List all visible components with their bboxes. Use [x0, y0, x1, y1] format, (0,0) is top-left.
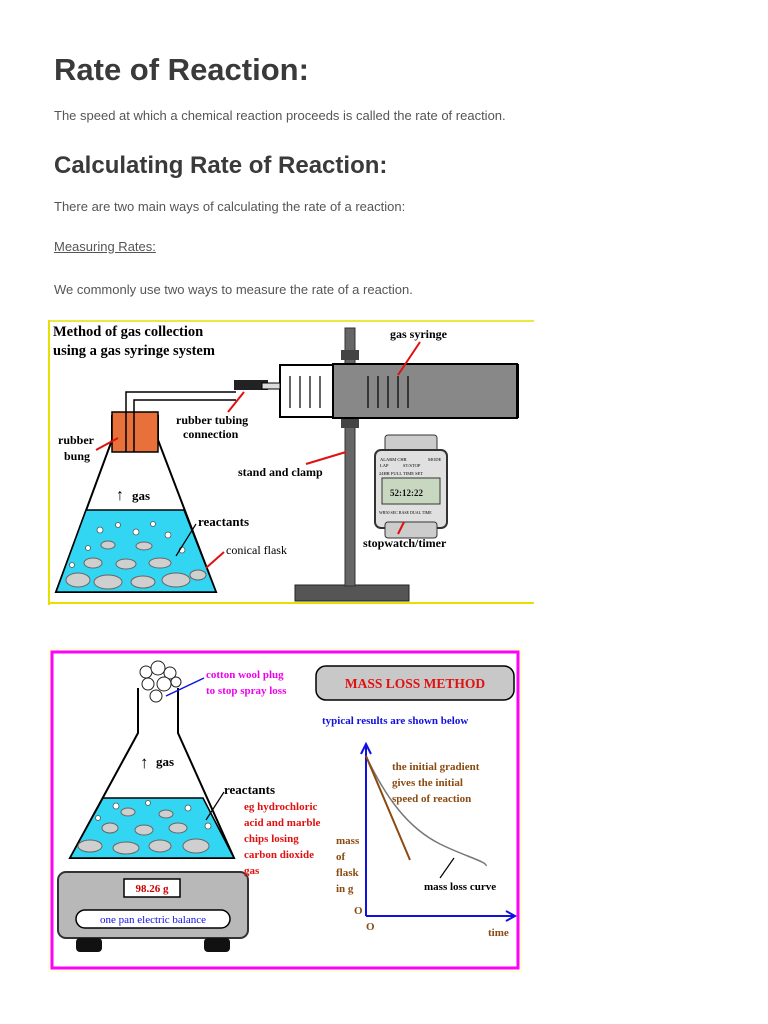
measuring-rates-link[interactable]: Measuring Rates: [54, 239, 156, 254]
up-arrow-icon-2: ↑ [140, 753, 149, 772]
svg-text:24HR FULL TIME SET: 24HR FULL TIME SET [379, 471, 423, 476]
eg-line-1: eg hydrochloric [244, 801, 318, 813]
gas-syringe-figure: Method of gas collection using a gas syr… [48, 320, 534, 605]
mass-label-3: flask [336, 867, 360, 879]
svg-text:LAP: LAP [380, 463, 389, 468]
gradient-label-2: gives the initial [392, 777, 463, 789]
balance-reading: 98.26 g [136, 883, 170, 895]
stopwatch-icon: ALARM CHR MODE LAP ST/STOP 52:12:22 24HR… [374, 434, 448, 539]
label-stopwatch: stopwatch/timer [363, 536, 447, 550]
gradient-label-1: the initial gradient [392, 761, 480, 773]
time-label: time [488, 927, 509, 939]
svg-text:52:12:22: 52:12:22 [390, 488, 423, 498]
svg-text:ALARM CHR: ALARM CHR [380, 457, 407, 462]
fig1-title-2: using a gas syringe system [53, 343, 215, 359]
eg-line-2: acid and marble [244, 817, 321, 829]
mass-label-4: in g [336, 883, 354, 895]
cotton-label-1: cotton wool plug [206, 669, 284, 681]
label-rubber: rubber [58, 433, 95, 447]
mass-label-1: mass [336, 835, 360, 847]
mass-loss-figure: ↑ gas 98.26 g one pan electric balance c… [48, 648, 522, 972]
label-gas-syringe: gas syringe [390, 327, 448, 341]
gradient-label-3: speed of reaction [392, 793, 471, 805]
ways-text: There are two main ways of calculating t… [54, 199, 406, 214]
label-rubber-tubing: rubber tubing [176, 413, 248, 427]
svg-text:WR50 SEC BASE DUAL TIME: WR50 SEC BASE DUAL TIME [379, 510, 432, 515]
fig2-label-gas: gas [156, 754, 174, 769]
fig2-label-reactants: reactants [224, 782, 275, 797]
label-reactants: reactants [198, 514, 249, 529]
curve-label: mass loss curve [424, 881, 496, 893]
origin-y: O [354, 905, 363, 917]
intro-text: The speed at which a chemical reaction p… [54, 108, 506, 123]
origin-x: O [366, 921, 375, 933]
label-conical-flask: conical flask [226, 543, 287, 557]
label-stand-clamp: stand and clamp [238, 465, 323, 479]
section-heading: Calculating Rate of Reaction: [54, 152, 388, 179]
svg-text:MODE: MODE [428, 457, 442, 462]
page-title: Rate of Reaction: [54, 52, 309, 87]
eg-line-4: carbon dioxide [244, 849, 314, 861]
up-arrow-icon: ↑ [116, 487, 124, 504]
eg-line-5: gas [244, 865, 260, 877]
method-title: MASS LOSS METHOD [345, 676, 486, 691]
balance-label: one pan electric balance [100, 914, 206, 926]
eg-line-3: chips losing [244, 833, 299, 845]
common-text: We commonly use two ways to measure the … [54, 282, 413, 297]
mass-label-2: of [336, 851, 346, 863]
typical-results: typical results are shown below [322, 715, 468, 727]
label-gas: gas [132, 488, 150, 503]
label-bung: bung [64, 449, 90, 463]
label-connection: connection [183, 427, 239, 441]
fig1-title-1: Method of gas collection [53, 324, 203, 340]
svg-text:ST/STOP: ST/STOP [403, 463, 421, 468]
cotton-label-2: to stop spray loss [206, 685, 287, 697]
